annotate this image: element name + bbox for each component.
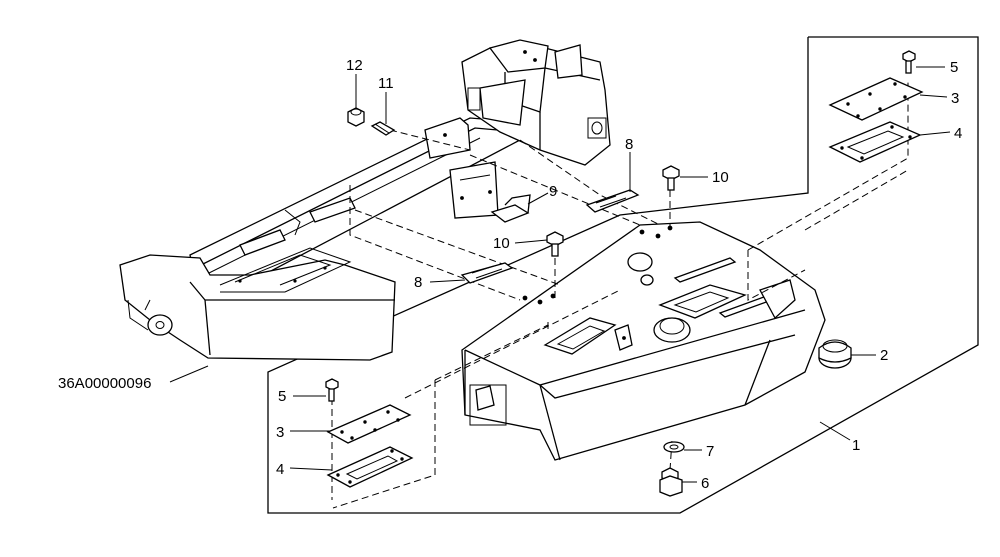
fuel-tank xyxy=(461,221,826,461)
callout-10-lower: 10 xyxy=(493,235,510,252)
callout-1: 1 xyxy=(852,437,860,454)
callout-5-left: 5 xyxy=(278,388,286,405)
part-8-shim-lower xyxy=(460,262,514,284)
front-mast xyxy=(461,39,611,166)
callout-10-upper: 10 xyxy=(712,169,729,186)
callout-6: 6 xyxy=(701,475,709,492)
callout-7: 7 xyxy=(706,443,714,460)
part-10-bolt-upper xyxy=(662,165,680,191)
part-4-gasket-left xyxy=(326,446,414,488)
assembly-code-label: 36A00000096 xyxy=(58,375,151,392)
part-5-bolt-left xyxy=(325,378,339,402)
leader-lines xyxy=(169,66,951,483)
callout-8-upper: 8 xyxy=(625,136,633,153)
callout-labels: 12 11 8 9 10 10 8 5 3 4 5 3 4 2 7 6 1 36… xyxy=(58,57,962,492)
callout-4-right: 4 xyxy=(954,125,962,142)
part-2-cap xyxy=(818,339,852,369)
callout-12: 12 xyxy=(346,57,363,74)
callout-4-left: 4 xyxy=(276,461,284,478)
part-11-stud xyxy=(370,121,396,136)
part-4-gasket-right xyxy=(828,121,922,163)
callout-2: 2 xyxy=(880,347,888,364)
callout-5-right: 5 xyxy=(950,59,958,76)
part-10-bolt-lower xyxy=(546,231,564,257)
part-6-drain-plug xyxy=(659,467,683,497)
callout-3-left: 3 xyxy=(276,424,284,441)
part-3-cover-left xyxy=(326,404,412,444)
callout-8-lower: 8 xyxy=(414,274,422,291)
part-5-bolt-right xyxy=(902,50,916,74)
main-frame xyxy=(119,117,521,361)
part-12-nut xyxy=(347,107,365,127)
callout-3-right: 3 xyxy=(951,90,959,107)
assembly-lines xyxy=(331,82,909,509)
callout-9: 9 xyxy=(549,183,557,200)
callout-11: 11 xyxy=(378,75,394,92)
part-7-washer xyxy=(663,441,685,453)
assembly-boundary xyxy=(267,36,979,514)
part-8-shim-upper xyxy=(585,189,640,213)
part-3-cover-right xyxy=(828,77,924,121)
